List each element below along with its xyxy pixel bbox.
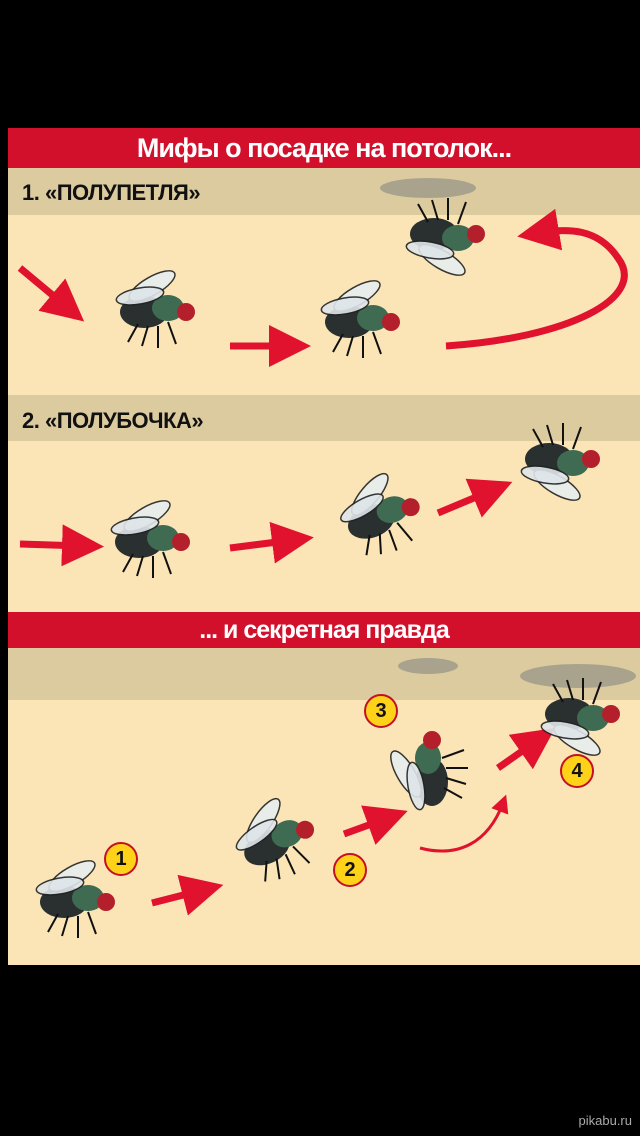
arrow [17,265,85,322]
truth-title: ... и секретная правда [8,612,640,648]
step-badge-1: 1 [104,842,138,876]
step-badge-2: 2 [333,853,367,887]
step-badge-3: 3 [364,694,398,728]
infographic: Мифы о посадке на потолок... 1. «ПОЛУПЕТ… [8,128,640,965]
flies-illustration [17,178,636,939]
section-1-title: 1. «ПОЛУПЕТЛЯ» [22,180,201,205]
step-badge-4: 4 [560,754,594,788]
main-title: Мифы о посадке на потолок... [8,128,640,168]
watermark: pikabu.ru [578,1113,632,1128]
section-2-title: 2. «ПОЛУБОЧКА» [22,408,204,433]
ceiling-band-1 [8,168,640,215]
